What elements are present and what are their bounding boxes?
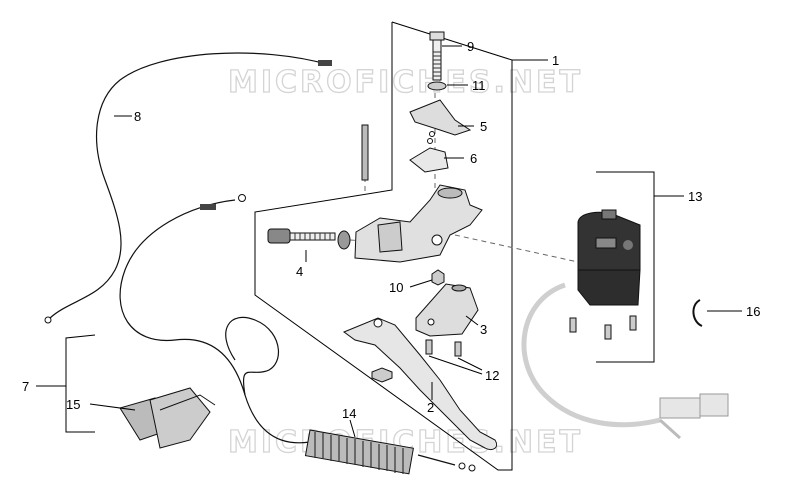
callout-11: 11	[472, 78, 486, 93]
callout-5: 5	[480, 119, 487, 134]
handlebar-switch	[577, 209, 641, 306]
choke-cable-end-top	[318, 60, 332, 66]
choke-cable-end-bottom	[44, 316, 52, 324]
callout-10: 10	[389, 280, 403, 295]
cable-clamp	[692, 299, 703, 327]
lever-housing	[354, 184, 483, 263]
switch-bracket	[415, 283, 479, 337]
cable-boots	[119, 387, 216, 449]
cable-washer	[468, 464, 476, 472]
cable-spring	[304, 429, 414, 475]
guide-switch	[454, 234, 579, 263]
callout-3: 3	[480, 322, 487, 337]
pivot-bushing	[371, 367, 393, 383]
clutch-lever	[342, 317, 498, 451]
callout-2: 2	[427, 400, 434, 415]
callout-1: 1	[552, 53, 559, 68]
clutch-cable-end	[238, 194, 246, 202]
callout-8: 8	[134, 109, 141, 124]
lever-bracket	[409, 99, 472, 136]
clutch-cable	[119, 199, 321, 444]
switch-harness	[521, 282, 661, 428]
callout-14: 14	[342, 406, 356, 421]
callout-6: 6	[470, 151, 477, 166]
adjuster-screw	[267, 228, 351, 250]
callout-4: 4	[296, 264, 303, 279]
callout-13: 13	[688, 189, 702, 204]
callout-7: 7	[22, 379, 29, 394]
leader-lines	[36, 45, 742, 438]
cable-loop	[225, 316, 279, 396]
assembly-outline	[254, 21, 513, 471]
lever-screw-left	[425, 339, 433, 355]
watermark-top: MICROFICHES.NET	[228, 65, 583, 100]
cable-nipple	[458, 462, 466, 470]
bracket-13	[596, 171, 655, 363]
clutch-cable-ferrule	[200, 204, 216, 210]
choke-cable	[49, 52, 331, 319]
callout-15: 15	[66, 397, 80, 412]
callout-9: 9	[467, 39, 474, 54]
bolt	[429, 31, 445, 81]
cable-inner-end	[417, 454, 456, 466]
switch-screws	[569, 315, 637, 340]
lever-screw-right	[454, 341, 462, 357]
callout-16: 16	[746, 304, 760, 319]
mounting-plate	[409, 147, 449, 173]
bracket-7	[65, 334, 96, 433]
washer	[427, 81, 447, 91]
switch-connector	[658, 393, 729, 440]
pin	[361, 124, 369, 181]
nut	[431, 269, 445, 286]
callout-12: 12	[485, 368, 499, 383]
